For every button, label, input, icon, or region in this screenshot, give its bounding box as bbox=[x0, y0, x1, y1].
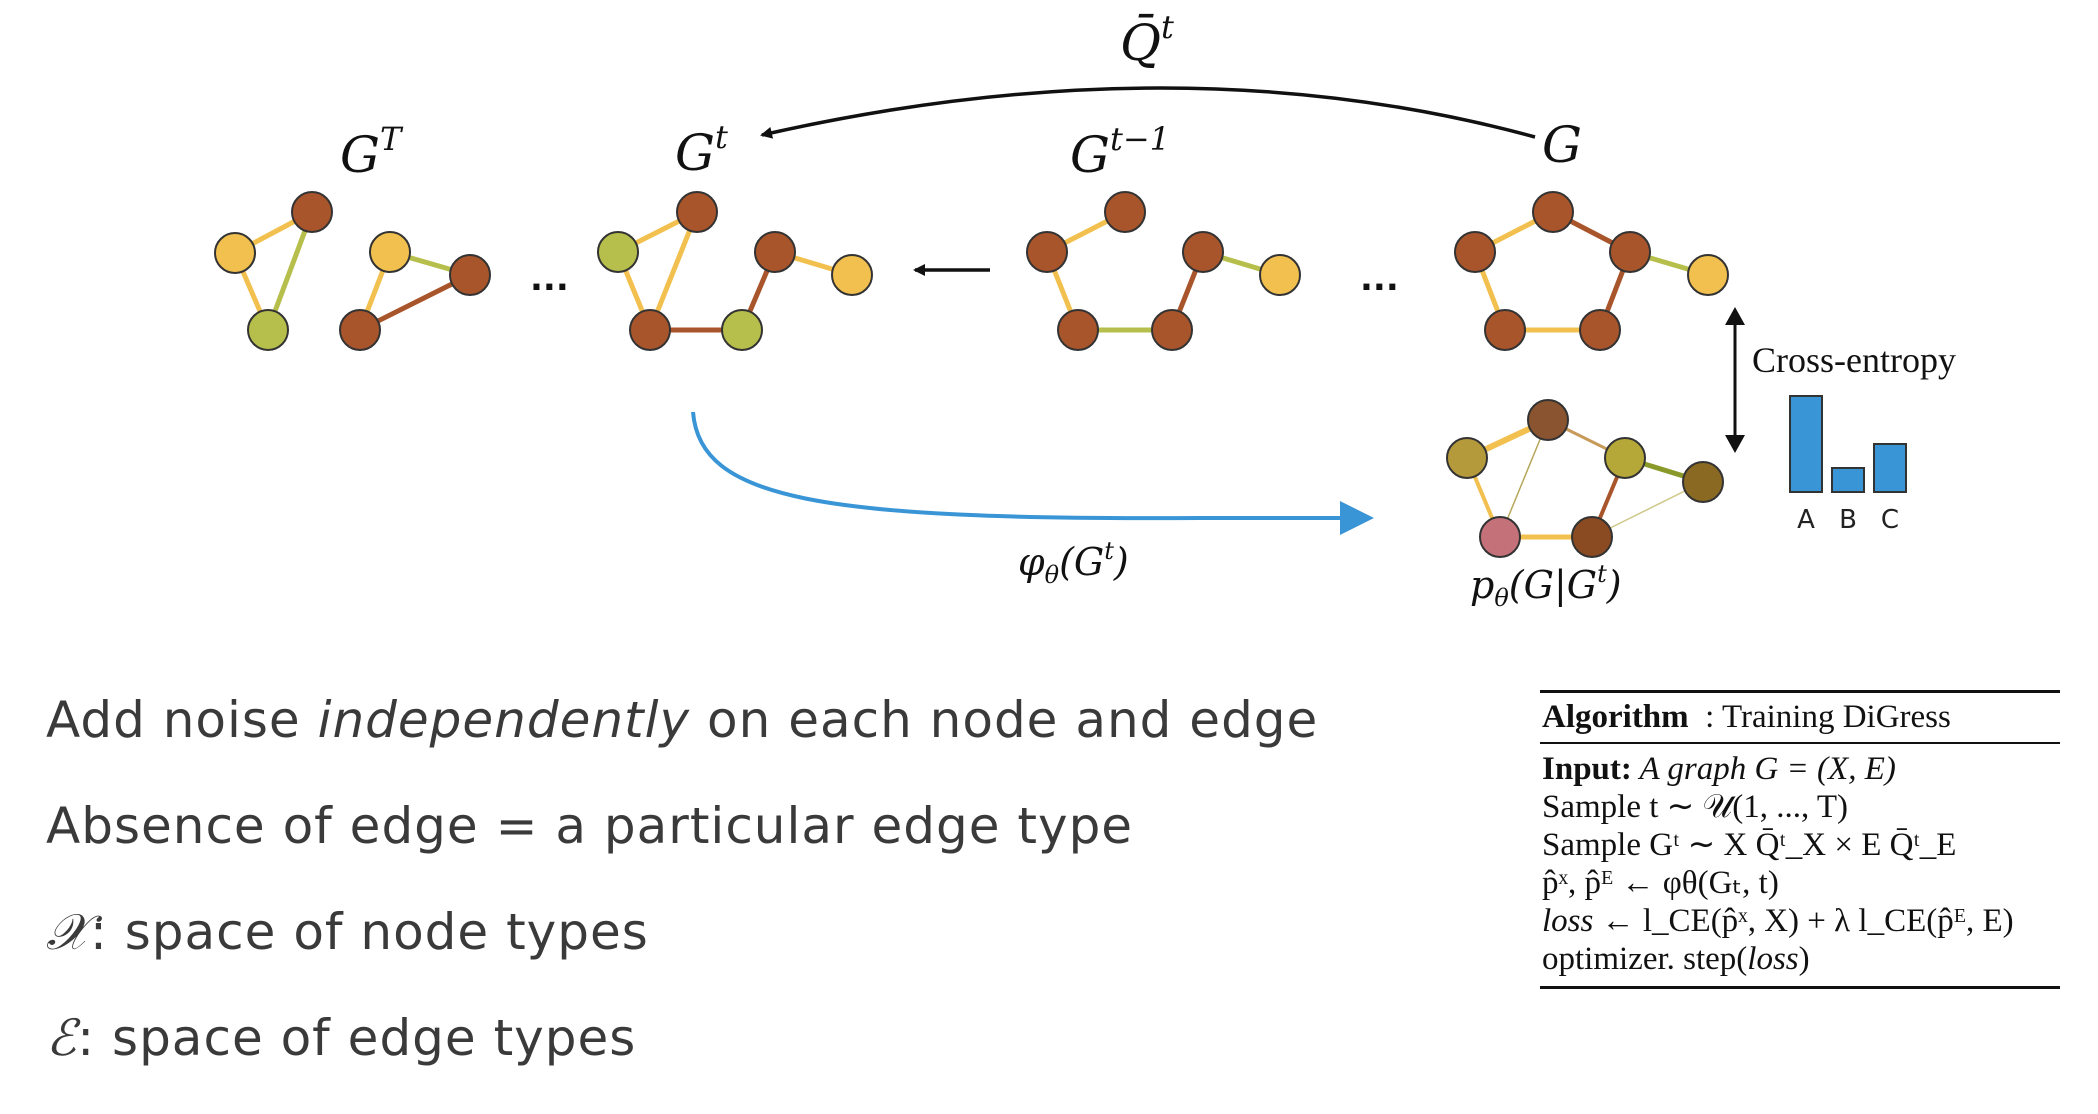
node bbox=[676, 191, 718, 233]
node bbox=[1579, 309, 1621, 351]
node bbox=[1571, 516, 1613, 558]
node bbox=[1104, 191, 1146, 233]
node bbox=[1057, 309, 1099, 351]
algorithm-line-3: Sample Gᵗ ∼ X Q̄ᵗ_X × E Q̄ᵗ_E bbox=[1542, 827, 1957, 863]
node bbox=[214, 232, 256, 274]
model-arrow bbox=[691, 411, 1374, 535]
node bbox=[1484, 309, 1526, 351]
bullet-absence-of-edge: Absence of edge = a particular edge type bbox=[46, 797, 1134, 855]
forward-noise-arrow bbox=[760, 86, 1536, 139]
node bbox=[449, 254, 491, 296]
node bbox=[1479, 516, 1521, 558]
forward-noise-label: Q̄t bbox=[1120, 8, 1174, 72]
algorithm-line-4: p̂ˣ, p̂ᴱ ← φθ(Gₜ, t) bbox=[1542, 865, 1779, 901]
predicted-graph bbox=[1446, 399, 1724, 558]
histogram-bar bbox=[1789, 395, 1823, 493]
prediction-label: pθ(G|Gt) bbox=[1470, 560, 1622, 612]
ellipsis-1: ... bbox=[530, 259, 569, 299]
graph-label-G: G bbox=[1542, 116, 1582, 174]
node bbox=[1182, 231, 1224, 273]
node bbox=[339, 309, 381, 351]
node bbox=[831, 254, 873, 296]
histogram-category-label: C bbox=[1881, 505, 1899, 535]
node bbox=[1259, 254, 1301, 296]
algorithm-line-6: optimizer. step(loss) bbox=[1542, 941, 1810, 977]
histogram-bar bbox=[1831, 467, 1865, 493]
graph-Gt-minus-1 bbox=[1026, 191, 1301, 351]
node bbox=[1604, 437, 1646, 479]
node bbox=[1446, 437, 1488, 479]
histogram-category-label: B bbox=[1839, 505, 1857, 535]
algorithm-line-2: Sample t ∼ 𝒰(1, ..., T) bbox=[1542, 789, 1849, 825]
node bbox=[629, 309, 671, 351]
graph-Gt bbox=[597, 191, 873, 351]
node bbox=[1687, 254, 1729, 296]
histogram-bar bbox=[1873, 443, 1907, 493]
node bbox=[1682, 461, 1724, 503]
algorithm-input-line: Input: A graph G = (X, E) bbox=[1542, 751, 1896, 787]
algorithm-body: Input: A graph G = (X, E) Sample t ∼ 𝒰(1… bbox=[1540, 744, 2060, 989]
algorithm-box: Algorithm : Training DiGress Input: A gr… bbox=[1540, 690, 2060, 989]
algorithm-title: Algorithm : Training DiGress bbox=[1540, 693, 2060, 744]
node bbox=[1527, 399, 1569, 441]
node bbox=[1609, 231, 1651, 273]
node bbox=[1454, 231, 1496, 273]
node bbox=[1151, 309, 1193, 351]
diffusion-diagram: Q̄t GT Gt Gt−1 G ... bbox=[214, 8, 1956, 612]
bullet-list: Add noise independently on each node and… bbox=[46, 690, 1318, 1114]
bullet-edge-types: ℰ: space of edge types bbox=[46, 1009, 637, 1067]
bullet-node-types: 𝒳: space of node types bbox=[46, 903, 649, 961]
ellipsis-2: ... bbox=[1360, 259, 1399, 299]
graph-label-Gt: Gt bbox=[675, 118, 728, 182]
model-label: φθ(Gt) bbox=[1018, 537, 1129, 589]
graph-label-GT: GT bbox=[340, 120, 404, 184]
histogram-category-label: A bbox=[1797, 505, 1815, 535]
node bbox=[291, 191, 333, 233]
algorithm-line-5: loss ← l_CE(p̂ˣ, X) + λ l_CE(p̂ᴱ, E) bbox=[1542, 903, 2014, 939]
graph-GT bbox=[214, 191, 491, 351]
node bbox=[1532, 191, 1574, 233]
node bbox=[1026, 231, 1068, 273]
node bbox=[247, 309, 289, 351]
node bbox=[369, 231, 411, 273]
node bbox=[754, 231, 796, 273]
node bbox=[721, 309, 763, 351]
graph-G bbox=[1454, 191, 1729, 351]
cross-entropy-label: Cross-entropy bbox=[1752, 340, 1956, 380]
graph-label-Gt-1: Gt−1 bbox=[1070, 120, 1170, 184]
bullet-independent-noise: Add noise independently on each node and… bbox=[46, 691, 1319, 749]
node bbox=[597, 231, 639, 273]
